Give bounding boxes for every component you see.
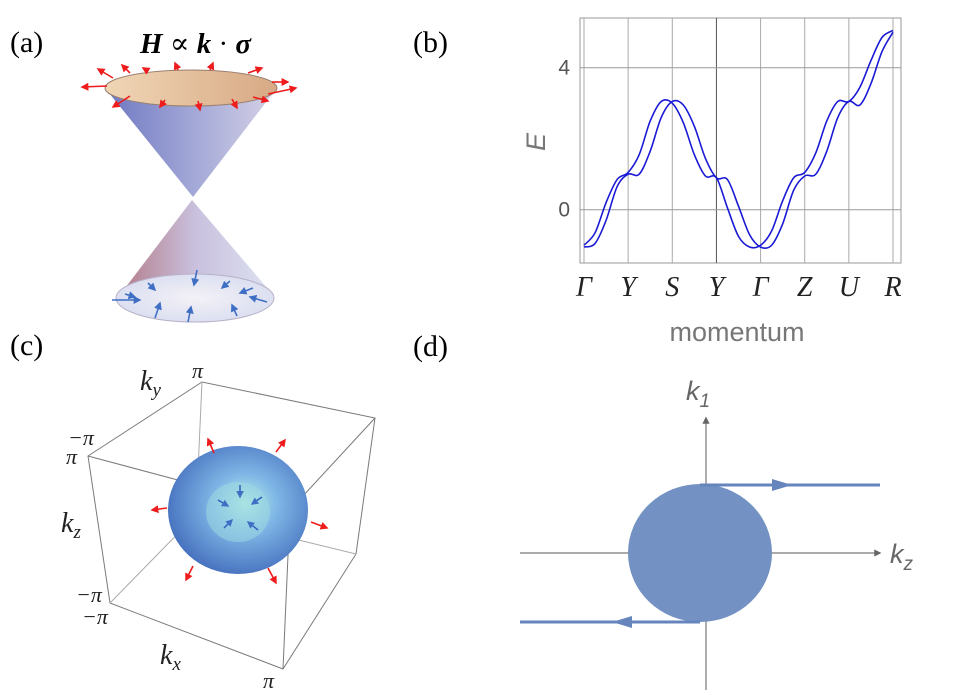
spin-arrows-outward — [80, 61, 298, 112]
band-x-tick-label: Γ — [752, 272, 770, 303]
momentum-axis-label: momentum — [669, 317, 804, 347]
spin-arrows-outward-3d — [150, 437, 329, 585]
panel-c: (c) ky kz k — [10, 329, 376, 693]
band-lines — [583, 29, 894, 250]
panel-b-label: (b) — [413, 26, 448, 59]
band-line-2 — [583, 31, 894, 250]
panel-c-label: (c) — [10, 329, 43, 362]
tick-pi-left: π — [66, 444, 78, 469]
band-y-tick-label: 0 — [558, 199, 570, 222]
panel-d-label: (d) — [413, 330, 448, 363]
panel-d: (d) k1 kz — [413, 330, 914, 690]
upper-trajectory-arrow — [772, 479, 792, 491]
spin-arrows-inward-3d — [217, 485, 263, 531]
band-x-tick-label: Y — [620, 272, 639, 303]
band-plot-frame — [579, 17, 902, 264]
band-x-tick-label: Y — [709, 272, 728, 303]
tick-minus-pi-low1: −π — [76, 582, 103, 607]
energy-axis-label: E — [521, 132, 551, 151]
band-x-tick-label: U — [839, 272, 861, 303]
hamiltonian-formula: H ∝ k · σ — [139, 28, 252, 60]
kx-axis-label: kx — [160, 640, 181, 675]
band-x-tick-label: Γ — [575, 272, 593, 303]
fermi-disk — [628, 484, 772, 622]
tick-pi-bottom: π — [263, 668, 275, 693]
fermi-surface-inner — [206, 482, 270, 542]
band-x-tick-label: R — [883, 272, 901, 303]
spin-arrows-inward — [112, 269, 268, 323]
band-y-tick-label: 4 — [558, 57, 570, 80]
lower-trajectory-arrow — [612, 616, 632, 628]
upper-cone — [105, 88, 277, 197]
ky-axis-label: ky — [140, 366, 161, 401]
tick-minus-pi-low2: −π — [82, 604, 109, 629]
panel-a-label: (a) — [10, 26, 43, 59]
tick-minus-pi-left: −π — [68, 425, 95, 450]
k1-axis-label: k1 — [686, 376, 710, 412]
band-grid — [580, 18, 901, 263]
kz-axis-label-d: kz — [890, 539, 914, 575]
panel-a: (a) H ∝ k · σ — [10, 26, 298, 323]
band-x-tick-label: S — [665, 272, 679, 303]
kz-axis-label: kz — [61, 508, 81, 543]
band-line-1 — [583, 29, 894, 249]
upper-cone-top — [104, 69, 278, 107]
band-x-tick-label: Z — [797, 272, 813, 303]
tick-pi-top: π — [192, 358, 204, 383]
band-y-ticks: 04 — [558, 57, 570, 222]
